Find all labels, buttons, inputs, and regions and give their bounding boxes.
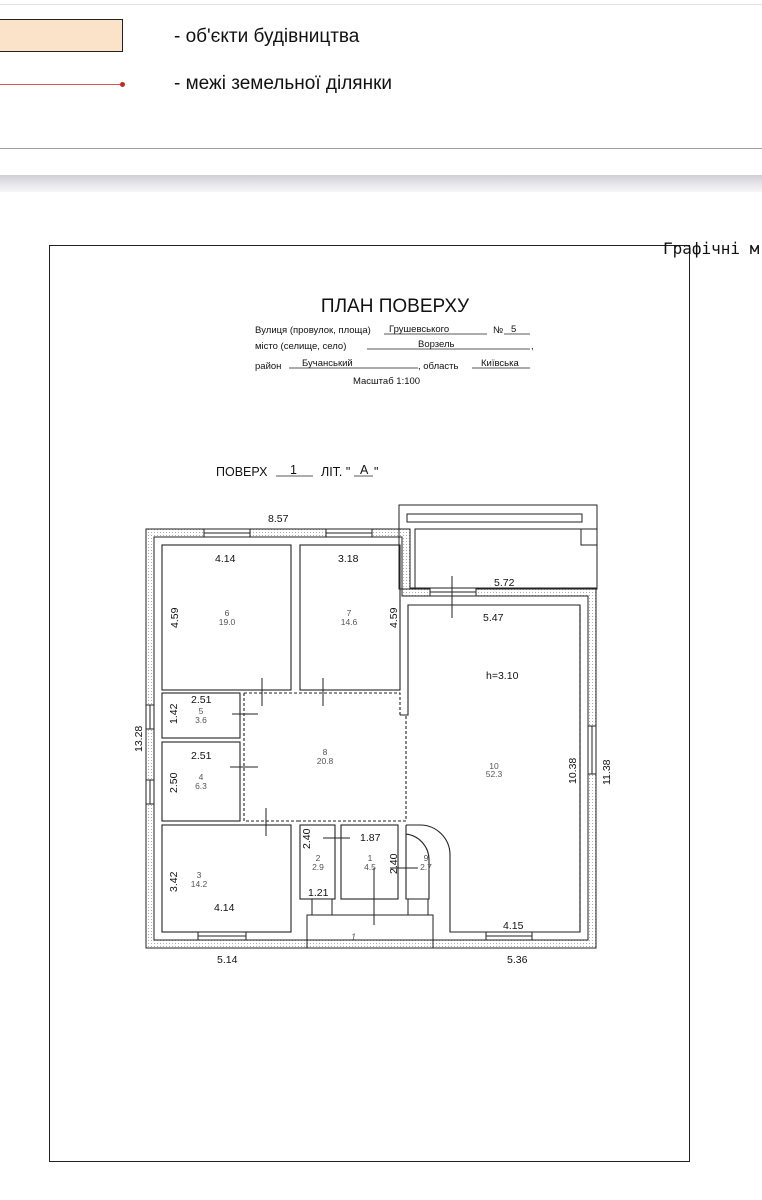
- window-terrace: [429, 587, 477, 597]
- dim-room2-height: 2.40: [301, 828, 313, 849]
- window-room-9: [407, 898, 429, 916]
- floor-plan-sheet: [49, 245, 690, 1162]
- window-room-5: [145, 704, 155, 730]
- dim-room10-width-top: 5.47: [483, 612, 504, 624]
- room-10-outline: [408, 604, 581, 932]
- dim-left-total: 13.28: [133, 726, 145, 752]
- door-marks: [230, 576, 453, 925]
- room-8: [243, 692, 407, 822]
- window-room-10-right: [587, 725, 597, 775]
- room-6-area: 19.0: [219, 617, 236, 627]
- floor-label: ПОВЕРХ: [216, 465, 268, 479]
- dim-room10-width-bottom: 4.15: [503, 920, 524, 932]
- city-value: Ворзель: [418, 339, 455, 350]
- dim-bottom-left: 5.14: [217, 954, 238, 966]
- legend-dot-boundary: [120, 82, 125, 87]
- room-3-number: 3: [197, 870, 202, 880]
- dim-room3-height: 3.42: [168, 871, 180, 892]
- floor-value: 1: [290, 463, 297, 477]
- lit-close: ": [374, 465, 378, 479]
- svg-text:,: ,: [531, 341, 534, 352]
- room-2-area: 2.9: [312, 862, 324, 872]
- room-10-area: 52.3: [486, 769, 503, 779]
- room-9-area: 2.7: [420, 862, 432, 872]
- room-6: [161, 544, 292, 691]
- scale-text: Масштаб 1:100: [353, 376, 420, 387]
- window-room-2: [311, 898, 333, 916]
- street-value: Грушевського: [389, 324, 449, 335]
- room-9-number: 9: [424, 853, 429, 863]
- dim-room7-height: 4.59: [388, 607, 400, 628]
- legend-swatch-construction: [0, 19, 123, 52]
- dim-room4-width: 2.51: [191, 750, 212, 762]
- dim-room5-height: 1.42: [168, 703, 180, 724]
- dim-room6-height: 4.59: [169, 607, 181, 628]
- window-room-6: [203, 528, 251, 538]
- room-9-inner: [405, 825, 430, 900]
- dim-right-total: 11.38: [601, 759, 613, 785]
- number-value: 5: [511, 324, 516, 335]
- city-label: місто (селище, село): [255, 341, 346, 352]
- dim-room2-width: 1.21: [308, 887, 329, 899]
- section-divider: [0, 148, 762, 149]
- room-3-area: 14.2: [191, 879, 208, 889]
- district-value: Бучанський: [302, 358, 353, 369]
- room-1-area: 4.5: [364, 862, 376, 872]
- porch-label: 1: [351, 932, 356, 942]
- room-5-number: 5: [199, 706, 204, 716]
- ceiling-height: h=3.10: [486, 670, 519, 682]
- dim-room5-width: 2.51: [191, 694, 212, 706]
- room-5-area: 3.6: [195, 715, 207, 725]
- dim-bottom-right: 5.36: [507, 954, 528, 966]
- number-label: №: [493, 325, 503, 336]
- window-room-7: [325, 528, 373, 538]
- dim-room3-width: 4.14: [214, 902, 235, 914]
- window-room-10-bottom: [485, 931, 533, 941]
- room-7-number: 7: [347, 608, 352, 618]
- street-label: Вулиця (провулок, площа): [255, 325, 371, 336]
- room-4-area: 6.3: [195, 781, 207, 791]
- room-3: [161, 824, 292, 933]
- porch: [306, 914, 434, 949]
- room-7: [299, 544, 401, 691]
- room-4-number: 4: [199, 772, 204, 782]
- dim-room6-width: 4.14: [215, 553, 236, 565]
- top-rule: [0, 4, 762, 5]
- room-1-number: 1: [368, 853, 373, 863]
- side-caption: Графічні м: [663, 239, 760, 258]
- dim-room1-width: 1.87: [360, 832, 381, 844]
- windows: [145, 528, 597, 941]
- room-8-area: 20.8: [317, 756, 334, 766]
- dim-top-total: 8.57: [268, 513, 289, 525]
- lit-label: ЛІТ. ": [321, 465, 350, 479]
- dim-room4-height: 2.50: [168, 772, 180, 793]
- window-room-4: [145, 779, 155, 805]
- room-10-number: 10: [489, 761, 499, 771]
- room-6-number: 6: [225, 608, 230, 618]
- plan-title: ПЛАН ПОВЕРХУ: [321, 296, 470, 317]
- room-9: [400, 604, 581, 933]
- room-4: [161, 741, 241, 822]
- region-value: Київська: [481, 358, 519, 369]
- legend-label-construction: - об'єкти будівництва: [174, 26, 360, 47]
- terrace: [398, 504, 598, 590]
- dim-room1-height: 2.40: [388, 853, 400, 874]
- page-separator-band: [0, 175, 762, 192]
- room-2-number: 2: [316, 853, 321, 863]
- room-1: [340, 824, 399, 900]
- legend-label-boundary: - межі земельної ділянки: [174, 73, 392, 94]
- window-room-3: [197, 931, 247, 941]
- room-7-area: 14.6: [341, 617, 358, 627]
- district-label: район: [255, 361, 281, 372]
- dim-room10-height: 10.38: [567, 758, 579, 784]
- lit-value: А: [360, 463, 369, 477]
- room-8-number: 8: [323, 747, 328, 757]
- dim-terrace-width: 5.72: [494, 577, 515, 589]
- legend-line-boundary: [0, 84, 122, 85]
- room-5: [161, 692, 241, 739]
- dim-room7-width: 3.18: [338, 553, 359, 565]
- region-label: , область: [418, 361, 459, 372]
